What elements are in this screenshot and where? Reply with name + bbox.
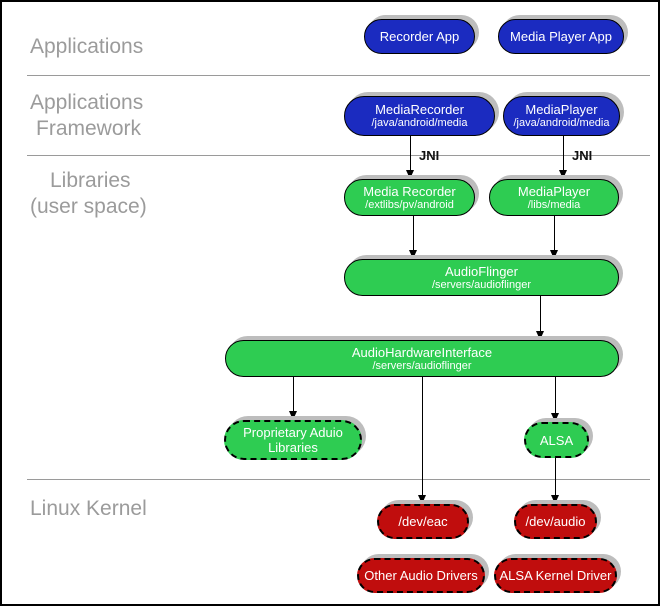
arrow-hwinterface-to-dev-eac — [418, 377, 426, 504]
node-subtitle: /java/android/media — [513, 117, 610, 129]
node-audio-hardware-interface: AudioHardwareInterface /servers/audiofli… — [225, 340, 619, 377]
node-subtitle: /servers/audioflinger — [431, 278, 532, 291]
arrow-audioflinger-to-hwinterface — [536, 296, 544, 340]
node-title: /dev/eac — [398, 514, 448, 529]
layer-divider-framework — [27, 155, 650, 156]
node-alsa: ALSA — [524, 422, 589, 458]
node-dev-audio: /dev/audio — [514, 504, 597, 539]
arrow-alsa-to-dev-audio — [551, 458, 559, 504]
node-title: MediaPlayer — [517, 183, 591, 199]
libraries-label-line1: Libraries — [50, 169, 131, 192]
node-title: Media Player App — [510, 29, 612, 44]
node-alsa-kernel-driver: ALSA Kernel Driver — [494, 558, 617, 593]
node-media-player-app: Media Player App — [498, 19, 624, 54]
node-media-recorder-library: Media Recorder /extlibs/pv/android — [344, 179, 475, 216]
node-mediaplayer-framework: MediaPlayer /java/android/media — [503, 96, 620, 136]
jni-label-right: JNI — [572, 148, 593, 163]
node-title: Other Audio Drivers — [364, 568, 478, 583]
node-title: Proprietary Aduio Libraries — [243, 425, 343, 455]
node-title: MediaPlayer — [525, 102, 598, 117]
node-mediarecorder-framework: MediaRecorder /java/android/media — [344, 96, 495, 136]
layer-label-libraries: Libraries (user space) — [30, 168, 147, 220]
framework-label-line1: Applications — [30, 91, 144, 114]
node-mediaplayer-library: MediaPlayer /libs/media — [489, 179, 619, 216]
layer-divider-kernel — [27, 479, 650, 480]
node-dev-eac: /dev/eac — [377, 504, 469, 539]
node-subtitle: /extlibs/pv/android — [365, 198, 454, 211]
node-subtitle: /servers/audioflinger — [372, 359, 472, 372]
arrow-mediarecorder-to-audioflinger — [409, 216, 417, 259]
node-other-audio-drivers: Other Audio Drivers — [357, 558, 485, 593]
arrow-mediarecorder-jni — [406, 136, 414, 179]
node-title: Media Recorder — [363, 183, 456, 199]
node-title: /dev/audio — [525, 514, 586, 529]
node-title: AudioHardwareInterface — [351, 344, 493, 360]
layer-label-linux-kernel: Linux Kernel — [30, 497, 147, 520]
framework-label-line2: Framework — [36, 117, 142, 140]
node-title: MediaRecorder — [375, 102, 464, 117]
node-title: ALSA Kernel Driver — [499, 568, 612, 583]
libraries-label-line2: (user space) — [30, 195, 147, 218]
arrow-hwinterface-to-alsa — [551, 377, 559, 422]
layer-label-applications: Applications — [30, 35, 144, 58]
node-recorder-app: Recorder App — [364, 19, 475, 54]
node-subtitle: /java/android/media — [371, 117, 468, 129]
layer-divider-applications — [27, 75, 650, 76]
node-title: Recorder App — [379, 29, 460, 44]
node-title: ALSA — [539, 432, 574, 448]
arrow-hwinterface-to-proprietary — [289, 377, 297, 420]
arrow-mediaplayer-jni — [559, 136, 567, 179]
node-proprietary-audio-libraries: Proprietary Aduio Libraries — [224, 420, 362, 460]
jni-label-left: JNI — [419, 148, 440, 163]
node-subtitle: /libs/media — [527, 198, 581, 211]
node-audioflinger: AudioFlinger /servers/audioflinger — [344, 259, 619, 296]
arrow-mediaplayer-to-audioflinger — [550, 216, 558, 259]
node-title: AudioFlinger — [445, 263, 518, 279]
